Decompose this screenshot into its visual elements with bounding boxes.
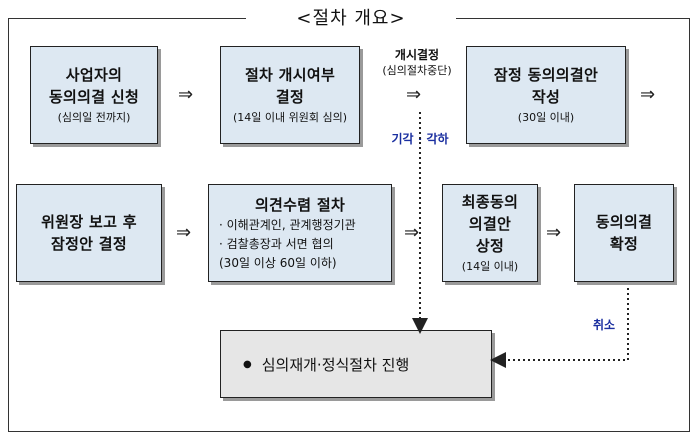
application-title-line1: 사업자의 (65, 66, 123, 84)
box-chair-report: 위원장 보고 후 잠정안 결정 (16, 184, 162, 282)
initiation-sub: (14일 이내 위원회 심의) (232, 111, 348, 124)
arrow-right-3: ⇒ (640, 84, 656, 105)
application-title-line2: 동의의결 신청 (48, 88, 140, 106)
box-opinion-collection: 의견수렴 절차 · 이해관계인, 관계행정기관 · 검찰총장과 서면 협의 (3… (208, 184, 392, 282)
final-proposal-sub: (14일 이내) (461, 260, 519, 273)
confirmation-line2: 확정 (609, 235, 639, 253)
opinion-item-1: · 이해관계인, 관계행정기관 (219, 217, 356, 232)
box-resume-procedure: ● 심의재개·정식절차 진행 (220, 330, 492, 398)
chair-title-line1: 위원장 보고 후 (41, 213, 137, 231)
provisional-title-line1: 잠정 동의의결안 (493, 66, 599, 84)
box-initiation-decision: 절차 개시여부 결정 (14일 이내 위원회 심의) (220, 46, 360, 144)
final-proposal-line1: 최종동의 (461, 193, 519, 211)
arrow-right-1: ⇒ (178, 84, 194, 105)
opinion-title: 의견수렴 절차 (254, 195, 346, 214)
opinion-item-3: (30일 이상 60일 이하) (219, 255, 337, 270)
label-gaesi: 개시결정 (394, 48, 440, 62)
arrow-right-5: ⇒ (404, 222, 420, 243)
provisional-title-line2: 작성 (531, 88, 561, 106)
application-sub: (심의일 전까지) (57, 111, 131, 124)
dotted-arrow-cancel (490, 288, 629, 368)
box-provisional-draft: 잠정 동의의결안 작성 (30일 이내) (466, 46, 626, 144)
arrow-right-6: ⇒ (546, 222, 562, 243)
bullet-icon: ● (243, 358, 252, 370)
final-proposal-line2: 의결안 (468, 215, 512, 233)
label-cancel: 취소 (592, 318, 616, 332)
resume-text: 심의재개·정식절차 진행 (261, 355, 410, 374)
chair-title-line2: 잠정안 결정 (50, 235, 128, 253)
confirmation-line1: 동의의결 (595, 213, 653, 231)
box-confirmation: 동의의결 확정 (574, 184, 674, 282)
arrow-right-2: ⇒ (406, 84, 422, 105)
provisional-sub: (30일 이내) (517, 111, 575, 124)
opinion-item-2: · 검찰총장과 서면 협의 (219, 236, 334, 251)
initiation-title-line1: 절차 개시여부 (244, 66, 336, 84)
diagram-title: <절차 개요> (246, 8, 456, 30)
label-gaesi-sub: (심의절차중단) (382, 64, 452, 77)
box-application: 사업자의 동의의결 신청 (심의일 전까지) (30, 46, 158, 144)
label-initiation-decision: 개시결정 (심의절차중단) (372, 48, 462, 78)
box-final-proposal: 최종동의 의결안 상정 (14일 이내) (442, 184, 538, 282)
initiation-title-line2: 결정 (275, 88, 305, 106)
arrow-right-4: ⇒ (176, 222, 192, 243)
final-proposal-line3: 상정 (475, 237, 505, 255)
